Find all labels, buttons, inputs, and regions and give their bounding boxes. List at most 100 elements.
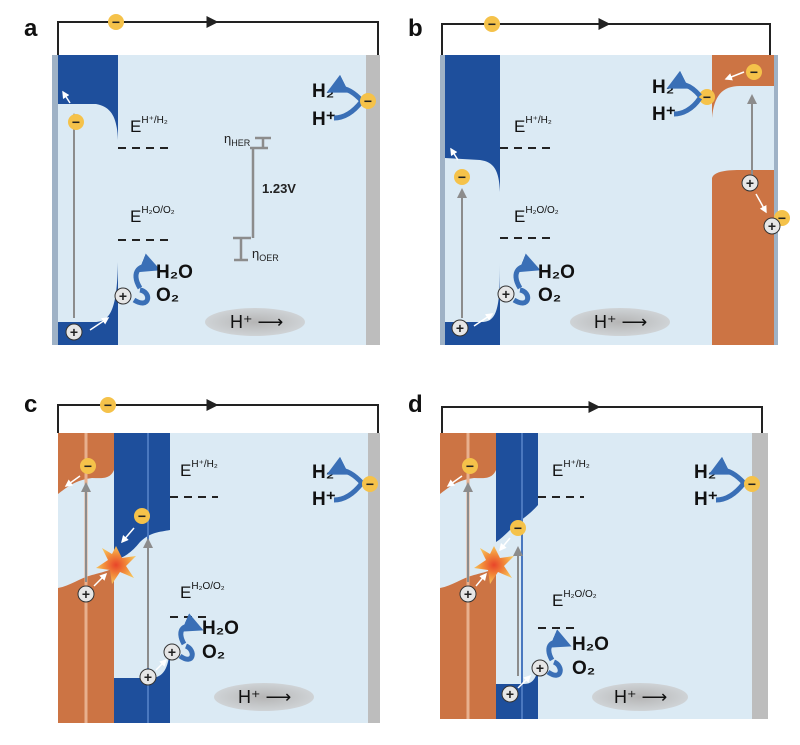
proton-flow-label-b: H⁺ ⟶ xyxy=(594,312,647,332)
hplus-label-a: H⁺ xyxy=(312,109,336,130)
eta-her-label: ηHER xyxy=(224,131,251,148)
panel-a: a − − + + EH⁺/H₂ EH₂O/O₂ xyxy=(24,14,380,345)
h2o-label-c: H₂O xyxy=(202,618,239,639)
oer-level-label-a: EH₂O/O₂ xyxy=(130,205,175,226)
electron-escape-arrow-a xyxy=(62,90,71,104)
hplus-label-b: H⁺ xyxy=(652,104,676,125)
her-reaction-arrow-a xyxy=(326,74,364,103)
hole-vb-b2 xyxy=(741,174,759,192)
counter-electrode-c xyxy=(368,433,380,723)
electron-counter-sign-c: − xyxy=(366,476,374,492)
proton-flow-label-d: H⁺ ⟶ xyxy=(614,687,667,707)
hole-n-c xyxy=(139,668,157,686)
proton-flow-c xyxy=(214,683,314,711)
counter-electrode-a xyxy=(366,55,380,345)
hole-vb-sign-a: + xyxy=(70,324,78,340)
hole-interface-a xyxy=(114,287,132,305)
h2-label-c: H₂ xyxy=(312,462,334,483)
electron-circuit-sign-b: − xyxy=(488,16,496,32)
h2-label-a: H₂ xyxy=(312,81,334,102)
electron-circuit-c xyxy=(100,397,116,413)
hole-n-sign-d: + xyxy=(506,686,514,702)
substrate-a xyxy=(52,55,58,345)
hole-interface-sign-b: + xyxy=(502,286,510,302)
electron-n-sign-c: − xyxy=(138,508,146,524)
h2o-label-a: H₂O xyxy=(156,262,193,283)
o2-label-a: O₂ xyxy=(156,285,179,306)
proton-flow-d xyxy=(592,683,688,711)
n-semiconductor-c xyxy=(114,433,170,560)
eta-oer-label: ηOER xyxy=(252,246,279,263)
hole-migrate-arrow-b xyxy=(473,313,494,327)
panel-label-b: b xyxy=(408,15,423,42)
h2o-label-b: H₂O xyxy=(538,262,575,283)
hole-vb-a xyxy=(65,323,83,341)
panel-label-d: d xyxy=(408,391,423,418)
external-circuit-d xyxy=(441,406,763,433)
o2-label-c: O₂ xyxy=(202,642,225,663)
proton-flow-label-a: H⁺ ⟶ xyxy=(230,312,283,332)
h2o-label-d: H₂O xyxy=(572,634,609,655)
h2-label-d: H₂ xyxy=(694,462,716,483)
electron-escape-arrow-b xyxy=(450,147,459,161)
hole-interface-sign-a: + xyxy=(119,288,127,304)
her-reaction-arrow-d xyxy=(708,456,746,485)
hole-p-d xyxy=(459,585,477,603)
hole-n-sign-c: + xyxy=(144,669,152,685)
hole-vb-sign-b2: + xyxy=(746,175,754,191)
substrate-b xyxy=(440,55,445,345)
electron-p-c xyxy=(80,458,96,474)
electron-cb-sign-b: − xyxy=(458,169,466,185)
electron-counter-d xyxy=(744,476,760,492)
her-level-label-b: EH⁺/H₂ xyxy=(514,115,552,136)
recombination-burst-d xyxy=(474,546,514,584)
oer-reaction-arrow-b xyxy=(513,253,541,290)
electron-counter-sign-d: − xyxy=(748,476,756,492)
electron-p-sign-d: − xyxy=(466,458,474,474)
electron-circuit-sign-c: − xyxy=(104,397,112,413)
h2-label-b: H₂ xyxy=(652,77,674,98)
oer-reaction-arrow-a xyxy=(133,253,161,290)
counter-electrode-d xyxy=(752,433,768,719)
electron-sign-a: − xyxy=(112,14,120,30)
hole-p-c xyxy=(77,585,95,603)
hplus-label-d: H⁺ xyxy=(694,489,718,510)
electron-cb-b xyxy=(454,169,470,185)
electron-counter-a xyxy=(360,93,376,109)
oer-level-label-c: EH₂O/O₂ xyxy=(180,581,225,602)
her-level-label-a: EH⁺/H₂ xyxy=(130,115,168,136)
electron-recombine-sign-b: − xyxy=(778,210,786,226)
hole-recombine-sign-b: + xyxy=(768,218,776,234)
n-semiconductor-d xyxy=(496,433,538,542)
electron-circuit-a xyxy=(108,14,124,30)
her-level-label-d: EH⁺/H₂ xyxy=(552,459,590,480)
hole-p-sign-c: + xyxy=(82,586,90,602)
hole-interface-c xyxy=(163,643,181,661)
her-reaction-arrow-c xyxy=(326,456,364,485)
oer-level-label-b: EH₂O/O₂ xyxy=(514,205,559,226)
hole-p-sign-d: + xyxy=(464,586,472,602)
proton-flow-label-c: H⁺ ⟶ xyxy=(238,687,291,707)
n-semiconductor-b xyxy=(445,55,500,345)
hole-interface-d xyxy=(531,659,549,677)
hole-n-d xyxy=(501,685,519,703)
panel-c: c − − − + + + EH⁺/H₂ EH₂O/O₂ xyxy=(24,391,380,723)
electron-p-d xyxy=(462,458,478,474)
electron-n-sign-d: − xyxy=(514,520,522,536)
proton-flow-b xyxy=(570,308,670,336)
electron-p-sign-c: − xyxy=(84,458,92,474)
oer-reaction-arrow-c xyxy=(178,613,204,646)
electron-interface-sign-b: − xyxy=(703,89,711,105)
gap-label: 1.23V xyxy=(262,181,296,196)
electron-counter-c xyxy=(362,476,378,492)
hole-interface-sign-c: + xyxy=(168,644,176,660)
panel-b: b − − + + EH⁺/H₂ EH₂O/O₂ H₂O O₂ − xyxy=(408,15,790,345)
overpotential-scale xyxy=(233,136,271,262)
o2-label-d: O₂ xyxy=(572,658,595,679)
o2-label-b: O₂ xyxy=(538,285,561,306)
electron-cb-b2 xyxy=(746,64,762,80)
hole-vb-b xyxy=(451,319,469,337)
panel-label-c: c xyxy=(24,391,37,418)
electron-interface-b xyxy=(699,89,715,105)
